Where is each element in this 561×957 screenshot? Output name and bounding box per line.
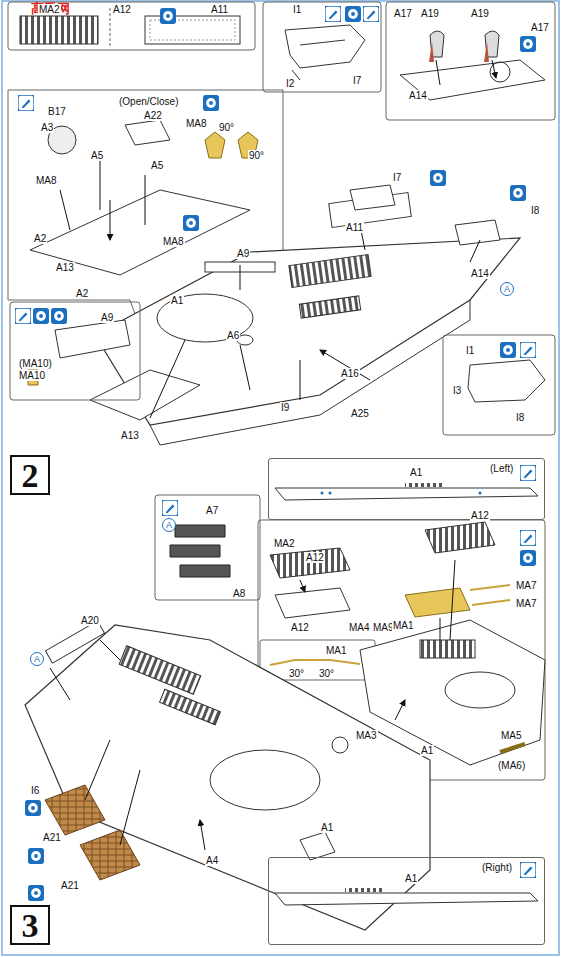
side-view-panel: (Left) A1 — [268, 458, 545, 520]
step-number-text: 3 — [12, 907, 48, 943]
part-label: B17 — [47, 106, 67, 117]
part-label: A3 — [40, 122, 54, 133]
part-label: I1 — [292, 4, 302, 15]
part-label: MA2 — [273, 538, 296, 549]
part-label: A12 — [112, 4, 132, 15]
part-label: A1 — [404, 873, 418, 884]
part-label: I3 — [452, 385, 462, 396]
side-view-panel: (Right) A1 — [268, 857, 545, 945]
step-number-text: 2 — [12, 457, 48, 493]
reference-mark: A — [500, 282, 514, 296]
part-label: A8 — [232, 588, 246, 599]
part-label: (MA6) — [497, 760, 526, 771]
part-label: A13 — [55, 262, 75, 273]
part-label: A12 — [470, 510, 490, 521]
part-label: MA7 — [515, 580, 538, 591]
part-label: A5 — [90, 150, 104, 161]
part-label: A12 — [290, 622, 310, 633]
part-label: A16 — [340, 368, 360, 379]
part-label: A20 — [80, 615, 100, 626]
part-label: (Right) — [481, 862, 513, 873]
part-label: MA4 — [348, 622, 371, 633]
part-label: I7 — [352, 75, 362, 86]
part-label: MA1 — [325, 645, 348, 656]
part-label: I8 — [515, 412, 525, 423]
reference-mark: A — [30, 652, 44, 666]
part-label: A11 — [345, 222, 364, 233]
part-label: A13 — [120, 430, 140, 441]
part-label: MA1 — [392, 620, 415, 631]
part-label: A12 — [305, 552, 325, 563]
part-label: A25 — [350, 408, 370, 419]
part-label: MA8 — [162, 236, 185, 247]
reference-mark: A — [162, 518, 176, 532]
part-label: A5 — [150, 160, 164, 171]
part-label: A4 — [205, 855, 219, 866]
part-label: A21 — [60, 880, 80, 891]
part-label: A7 — [205, 505, 219, 516]
part-label: A11 — [210, 4, 229, 15]
part-label: (Open/Close) — [118, 96, 179, 107]
part-label: I8 — [530, 205, 540, 216]
part-label: A1 — [320, 822, 334, 833]
part-label: A21 — [42, 832, 62, 843]
part-label: MA8 — [35, 175, 58, 186]
part-label: A17 — [530, 22, 550, 33]
part-label: 30° — [288, 668, 305, 679]
part-label: A2 — [33, 233, 47, 244]
part-label: A9 — [100, 312, 114, 323]
part-label: MA7 — [515, 598, 538, 609]
part-label: 30° — [318, 668, 335, 679]
part-label: I6 — [30, 785, 40, 796]
part-label: A19 — [420, 8, 440, 19]
part-label: MA8 — [185, 118, 208, 129]
part-label: MA5 — [500, 730, 523, 741]
part-label: A2 — [75, 288, 89, 299]
part-label: A6 — [226, 330, 240, 341]
part-label: A22 — [143, 110, 163, 121]
part-label: MA10 — [18, 370, 46, 381]
part-label: (MA10) — [18, 358, 53, 369]
step-number: 2 — [10, 455, 50, 495]
part-label: I7 — [392, 172, 402, 183]
part-label: A17 — [393, 8, 413, 19]
part-label: A19 — [470, 8, 490, 19]
part-label: I1 — [465, 345, 475, 356]
part-label: I9 — [280, 402, 290, 413]
part-label: 90° — [248, 150, 265, 161]
part-label: (Left) — [489, 463, 514, 474]
part-label: I2 — [285, 78, 295, 89]
step-number: 3 — [10, 905, 50, 945]
part-label: A14 — [470, 268, 490, 279]
part-label: A1 — [170, 295, 184, 306]
part-label: A1 — [420, 745, 434, 756]
part-label: MA2 — [38, 4, 61, 15]
part-label: MA3 — [355, 730, 378, 741]
part-label: A1 — [409, 467, 423, 478]
part-label: A14 — [408, 90, 428, 101]
part-label: A9 — [236, 248, 250, 259]
part-label: 90° — [218, 122, 235, 133]
